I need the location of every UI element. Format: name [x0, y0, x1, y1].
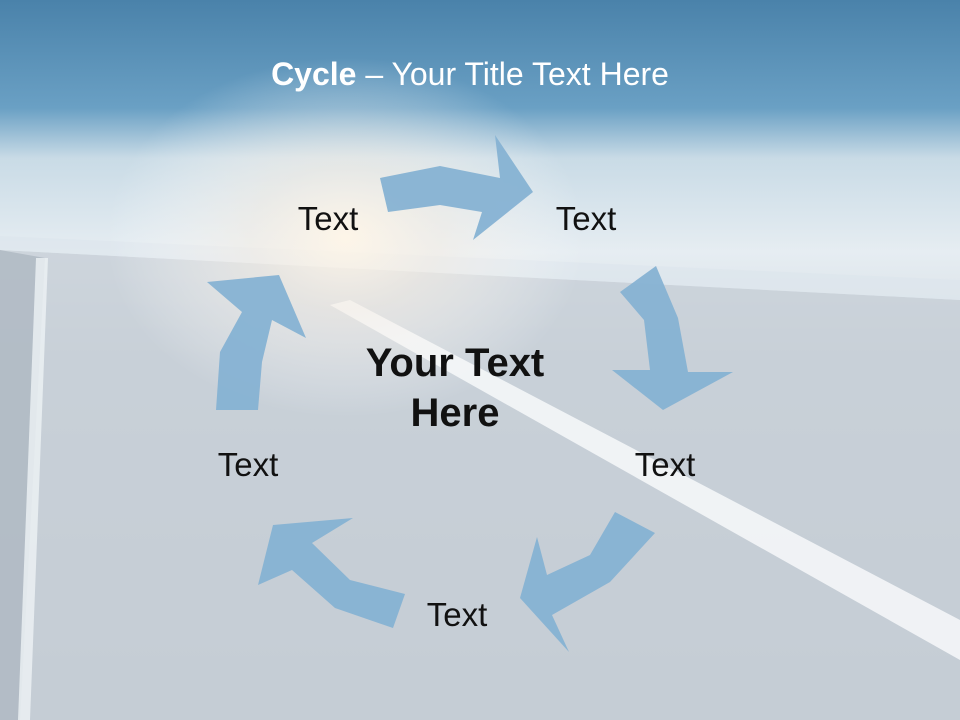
center-text: Your Text Here — [365, 341, 545, 435]
cycle-node-bottom: Text — [426, 596, 488, 633]
slide-title: Cycle – Your Title Text Here — [0, 56, 940, 93]
cycle-arrow-3 — [520, 512, 655, 652]
cycle-node-top-left: Text — [297, 200, 359, 237]
cycle-arrow-4 — [258, 518, 405, 628]
cycle-arrow-2 — [612, 266, 733, 410]
cycle-node-top-right: Text — [555, 200, 617, 237]
title-bold: Cycle — [271, 56, 357, 92]
cycle-node-right: Text — [634, 446, 696, 483]
cycle-arrow-1 — [380, 135, 533, 240]
title-rest: – Your Title Text Here — [356, 56, 669, 92]
cycle-arrow-5 — [207, 275, 306, 410]
cycle-node-left: Text — [217, 446, 279, 483]
